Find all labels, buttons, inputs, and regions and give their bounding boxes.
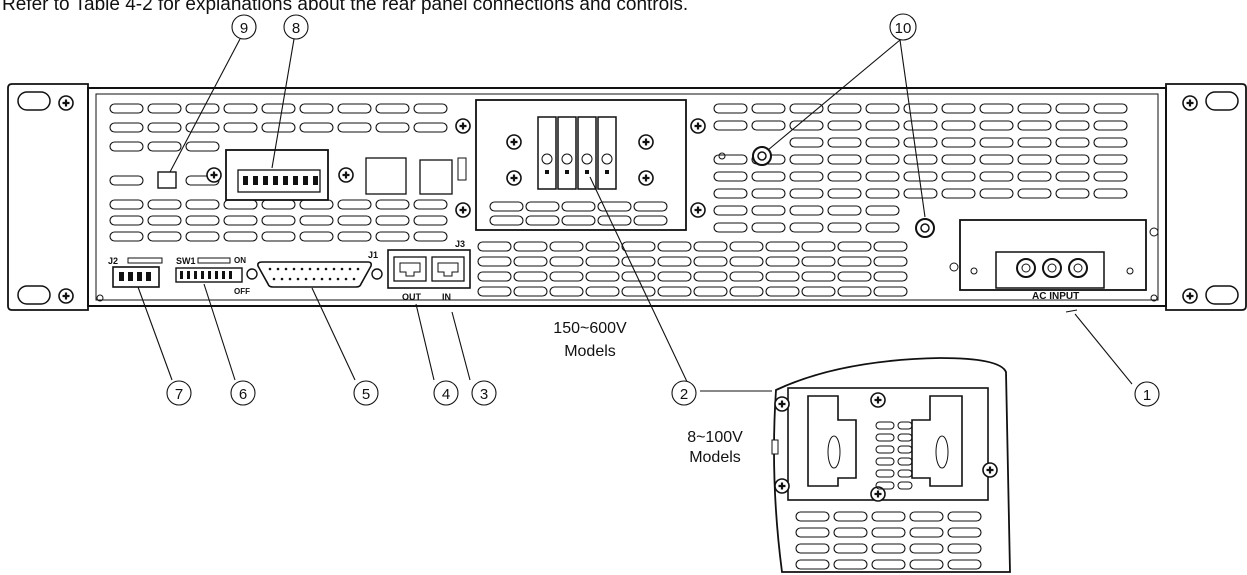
svg-text:2: 2	[680, 386, 688, 403]
inset-8-100v-detail	[771, 357, 1011, 573]
callouts: 1 2 3 4 5 6 7 8 9 10	[166, 13, 1160, 407]
connector-8	[225, 149, 329, 201]
dip-switch-sw1	[175, 267, 243, 283]
svg-text:4: 4	[442, 386, 450, 403]
ground-studs	[718, 146, 935, 238]
svg-text:7: 7	[175, 386, 183, 403]
left-rack-ear	[7, 83, 89, 311]
output-terminal-box	[475, 99, 687, 231]
label-ac-input: AC INPUT	[1032, 291, 1079, 302]
callout-9: 9	[231, 14, 257, 40]
label-low-voltage-models-1: 8~100V	[687, 429, 743, 446]
label-low-voltage-models-2: Models	[689, 449, 741, 466]
svg-text:1: 1	[1143, 387, 1151, 404]
label-out: OUT	[402, 292, 422, 302]
connector-j1-db25	[246, 261, 383, 288]
rear-panel: J2 SW1 ON OFF J1 J3	[87, 87, 1167, 307]
label-j1: J1	[368, 250, 378, 260]
callout-3: 3	[471, 380, 497, 406]
connector-j3-rj45	[387, 249, 471, 289]
callout-2: 2	[671, 380, 697, 406]
label-j2: J2	[108, 256, 118, 266]
ac-input	[959, 219, 1147, 291]
svg-text:8: 8	[292, 20, 300, 37]
item-9-box	[157, 171, 177, 189]
label-high-voltage-models-2: Models	[564, 343, 616, 360]
callout-1: 1	[1134, 381, 1160, 407]
svg-text:5: 5	[362, 386, 370, 403]
connector-j2	[112, 266, 160, 288]
callout-7: 7	[166, 380, 192, 406]
label-on: ON	[234, 256, 246, 265]
callout-8: 8	[283, 14, 309, 40]
right-rack-ear	[1165, 83, 1247, 311]
callout-4: 4	[433, 380, 459, 406]
callout-5: 5	[353, 380, 379, 406]
label-j3: J3	[455, 239, 465, 249]
inset-vents	[795, 421, 982, 570]
svg-text:6: 6	[239, 386, 247, 403]
label-sw1: SW1	[176, 256, 196, 266]
svg-text:9: 9	[240, 20, 248, 37]
output-terminals	[537, 116, 617, 190]
label-high-voltage-models-1: 150~600V	[553, 320, 627, 337]
intro-text: Refer to Table 4-2 for explanations abou…	[2, 0, 689, 15]
leader-lines	[137, 38, 1133, 392]
callout-6: 6	[230, 380, 256, 406]
callout-10: 10	[889, 13, 917, 41]
svg-text:10: 10	[895, 20, 912, 37]
label-off: OFF	[234, 287, 250, 296]
label-in: IN	[442, 292, 451, 302]
svg-text:3: 3	[480, 386, 488, 403]
